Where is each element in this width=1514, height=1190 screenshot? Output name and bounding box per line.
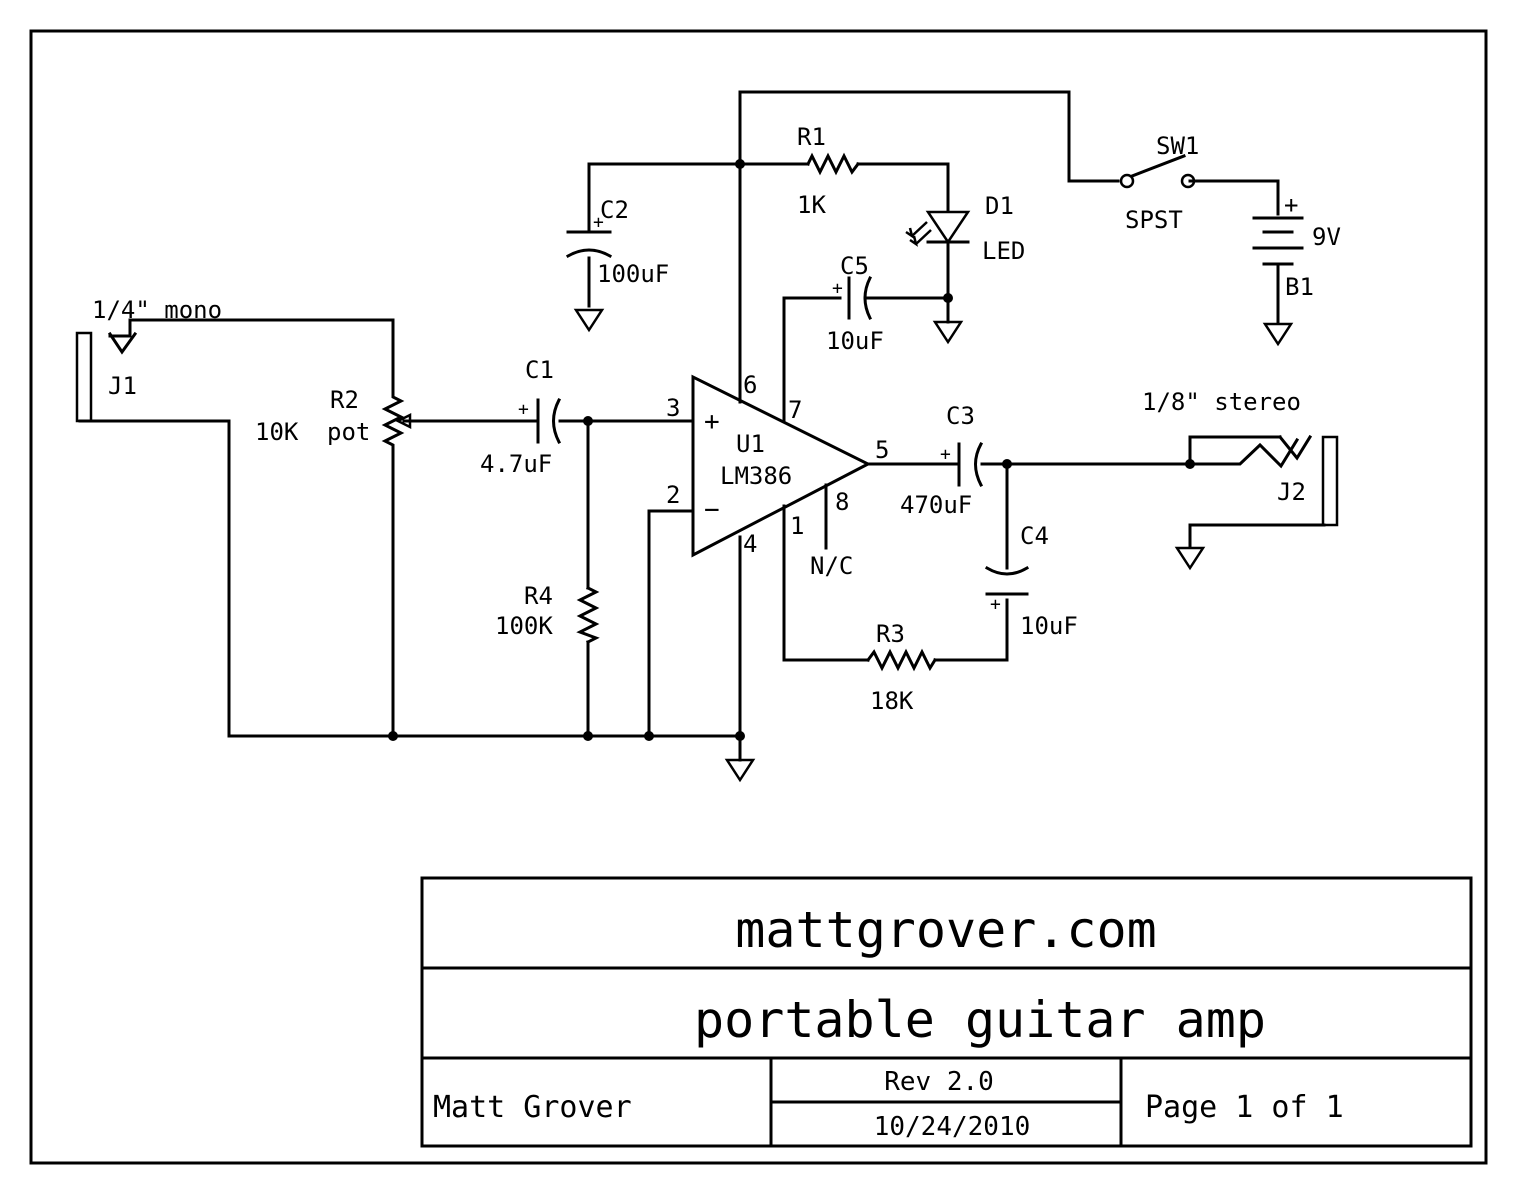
svg-text:5: 5 [875,436,889,464]
svg-text:−: − [704,495,720,525]
ground-icon [1262,322,1294,347]
u1-amplifier: + − U1 LM386 3 2 6 7 5 8 1 4 N/C [666,371,889,580]
svg-text:+: + [1284,191,1298,219]
c3-capacitor: + C3 470uF [900,402,984,519]
sw1-value: SPST [1125,206,1183,234]
ground-icon [573,308,605,333]
svg-text:+: + [940,444,951,465]
title-block: mattgrover.com portable guitar amp Matt … [420,876,1473,1148]
u1-pin8-note: N/C [810,552,853,580]
r3-value: 18K [870,687,914,715]
j1-desc: 1/4" mono [92,296,222,324]
r2-potentiometer: R2 10K pot [255,386,414,450]
j1-ref: J1 [108,372,137,400]
svg-text:6: 6 [743,371,757,399]
svg-text:3: 3 [666,394,680,422]
c4-value: 10uF [1020,612,1078,640]
r3-ref: R3 [876,620,905,648]
r1-ref: R1 [797,123,826,151]
c1-ref: C1 [525,356,554,384]
d1-ref: D1 [985,192,1014,220]
b1-battery: + 9V B1 [1252,191,1341,301]
svg-text:1: 1 [790,512,804,540]
u1-value: LM386 [720,462,792,490]
svg-text:4: 4 [743,530,757,558]
c1-value: 4.7uF [480,450,552,478]
r4-value: 100K [495,612,553,640]
junction-dots [388,159,1195,741]
ground-symbols [573,308,1294,783]
d1-value: LED [982,237,1025,265]
r2-value: 10K [255,418,299,446]
title-revision: Rev 2.0 [884,1067,994,1097]
ground-icon [932,320,964,345]
c4-capacitor: + C4 10uF [984,522,1078,640]
svg-text:+: + [990,594,1001,615]
sheet-border [29,29,1488,1165]
c5-ref: C5 [840,252,869,280]
wires [78,90,1326,762]
title-page: Page 1 of 1 [1145,1090,1344,1125]
j2-desc: 1/8" stereo [1142,388,1301,416]
r4-resistor: R4 100K [495,582,600,645]
svg-text:+: + [518,399,529,420]
c4-ref: C4 [1020,522,1049,550]
svg-text:2: 2 [666,481,680,509]
c3-value: 470uF [900,491,972,519]
c3-ref: C3 [946,402,975,430]
r2-ref: R2 [330,386,359,414]
c2-ref: C2 [600,196,629,224]
b1-value: 9V [1312,223,1341,251]
ground-icon [724,758,756,783]
ground-icon [1174,546,1206,571]
j2-jack: 1/8" stereo J2 [1142,388,1339,527]
r4-ref: R4 [524,582,553,610]
title-website: mattgrover.com [735,901,1156,959]
r1-resistor: R1 1K [797,123,861,219]
r3-resistor: R3 18K [865,620,938,715]
b1-ref: B1 [1285,273,1314,301]
c5-value: 10uF [826,327,884,355]
sw1-switch: SW1 SPST [1119,132,1199,234]
title-date: 10/24/2010 [874,1112,1031,1142]
d1-led: D1 LED [905,192,1025,265]
svg-text:+: + [593,212,604,233]
svg-text:8: 8 [835,488,849,516]
j2-ref: J2 [1277,478,1306,506]
svg-text:+: + [704,407,720,437]
r2-extra: pot [327,418,370,446]
svg-text:7: 7 [788,396,802,424]
sw1-ref: SW1 [1156,132,1199,160]
r1-value: 1K [797,191,826,219]
c2-value: 100uF [597,260,669,288]
title-main: portable guitar amp [694,991,1266,1049]
svg-text:+: + [832,278,843,299]
c1-capacitor: + C1 4.7uF [480,356,562,478]
c2-capacitor: + C2 100uF [565,196,669,288]
u1-ref: U1 [736,430,765,458]
c5-capacitor: + C5 10uF [826,252,884,355]
j1-jack: 1/4" mono J1 [75,296,222,423]
title-author: Matt Grover [433,1090,632,1125]
